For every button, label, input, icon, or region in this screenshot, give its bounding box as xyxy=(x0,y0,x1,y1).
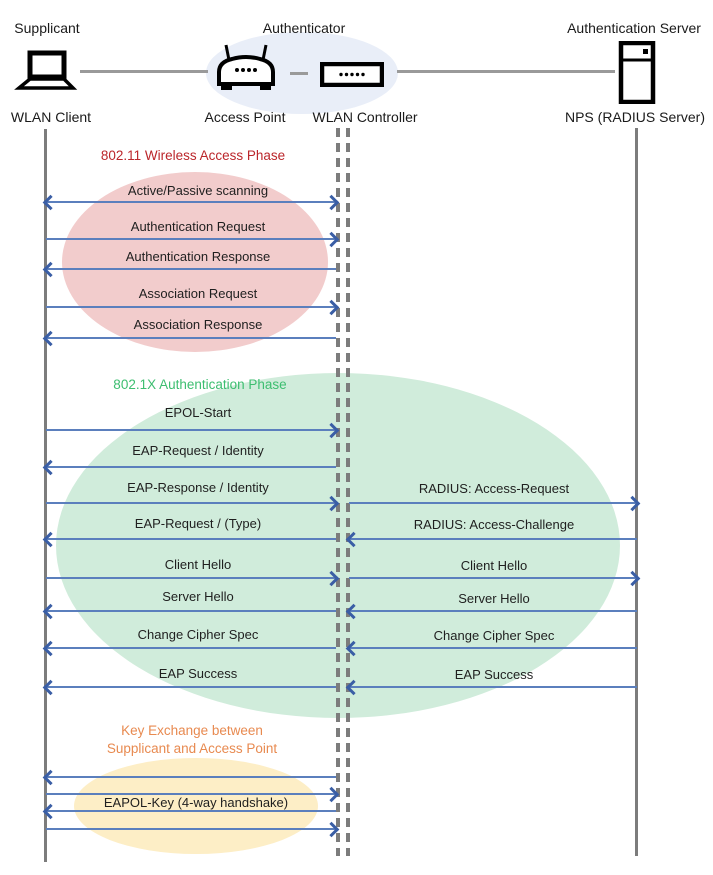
message-label: Association Request xyxy=(138,286,258,301)
message-arrow-left xyxy=(46,268,336,270)
message-label: RADIUS: Access-Challenge xyxy=(413,517,575,532)
role-label-authentication-server: Authentication Server xyxy=(567,20,701,36)
lifeline-auth-server xyxy=(635,128,638,856)
message-label: EAP Success xyxy=(158,666,238,681)
message-arrow-left xyxy=(46,610,336,612)
server-icon xyxy=(618,41,656,104)
message-arrow-left xyxy=(46,686,336,688)
message-label: EAP-Request / (Type) xyxy=(134,516,262,531)
message-arrow-left xyxy=(349,610,637,612)
message-arrow-left xyxy=(349,538,637,540)
key-exchange-label: EAPOL-Key (4-way handshake) xyxy=(103,795,289,810)
connector-line-client-ap xyxy=(80,70,208,73)
message-label: Active/Passive scanning xyxy=(127,183,269,198)
message-arrow-right xyxy=(46,429,336,431)
message-arrow-right xyxy=(46,502,336,504)
message-arrow-right xyxy=(46,828,336,830)
message-label: Authentication Response xyxy=(125,249,271,264)
phase3-title-line2: Supplicant and Access Point xyxy=(106,741,278,756)
message-arrow-right xyxy=(349,577,637,579)
message-arrow-left xyxy=(349,686,637,688)
lifeline-controller-dashed-2 xyxy=(346,128,350,856)
phase2-title: 802.1X Authentication Phase xyxy=(113,377,287,392)
device-label-nps-radius-server: NPS (RADIUS Server) xyxy=(564,109,706,125)
message-arrow-left xyxy=(46,337,336,339)
controller-box-icon xyxy=(320,62,384,87)
message-label: Server Hello xyxy=(162,589,234,604)
message-arrow-right xyxy=(46,577,336,579)
connector-line-ap-controller xyxy=(290,72,308,75)
message-label: Association Response xyxy=(133,317,263,332)
device-label-wlan-controller: WLAN Controller xyxy=(312,109,418,125)
message-label: Change Cipher Spec xyxy=(137,627,259,642)
phase1-title: 802.11 Wireless Access Phase xyxy=(100,148,286,163)
message-label: Client Hello xyxy=(460,558,528,573)
message-arrow-left xyxy=(46,466,336,468)
role-label-authenticator: Authenticator xyxy=(262,20,346,36)
message-label: EAP-Request / Identity xyxy=(132,443,264,458)
device-label-access-point: Access Point xyxy=(204,109,286,125)
message-label: EAP Success xyxy=(454,667,534,682)
lifeline-supplicant xyxy=(44,129,47,862)
message-label: EPOL-Start xyxy=(164,405,232,420)
device-label-wlan-client: WLAN Client xyxy=(10,109,92,125)
message-arrow-right xyxy=(46,238,336,240)
phase3-ellipse xyxy=(74,758,318,854)
phase3-title-line1: Key Exchange between xyxy=(121,723,263,738)
message-arrow-left xyxy=(46,810,336,812)
message-arrow-left xyxy=(46,776,336,778)
message-arrow-left xyxy=(46,538,336,540)
connector-line-controller-server xyxy=(397,70,615,73)
message-arrow-left xyxy=(349,647,637,649)
lifeline-controller-dashed-1 xyxy=(336,128,340,856)
message-label: Change Cipher Spec xyxy=(433,628,555,643)
role-label-supplicant: Supplicant xyxy=(14,20,80,36)
message-label: RADIUS: Access-Request xyxy=(418,481,570,496)
message-arrow-both xyxy=(46,201,336,203)
message-label: Authentication Request xyxy=(130,219,266,234)
message-arrow-right xyxy=(46,306,336,308)
message-label: Server Hello xyxy=(458,591,530,606)
wireless-router-icon xyxy=(217,44,275,90)
phase3-title: Key Exchange between Supplicant and Acce… xyxy=(107,722,277,758)
message-arrow-right xyxy=(349,502,637,504)
message-arrow-left xyxy=(46,647,336,649)
message-arrow-right xyxy=(46,793,336,795)
laptop-icon xyxy=(14,50,78,90)
message-label: Client Hello xyxy=(164,557,232,572)
message-label: EAP-Response / Identity xyxy=(127,480,269,495)
